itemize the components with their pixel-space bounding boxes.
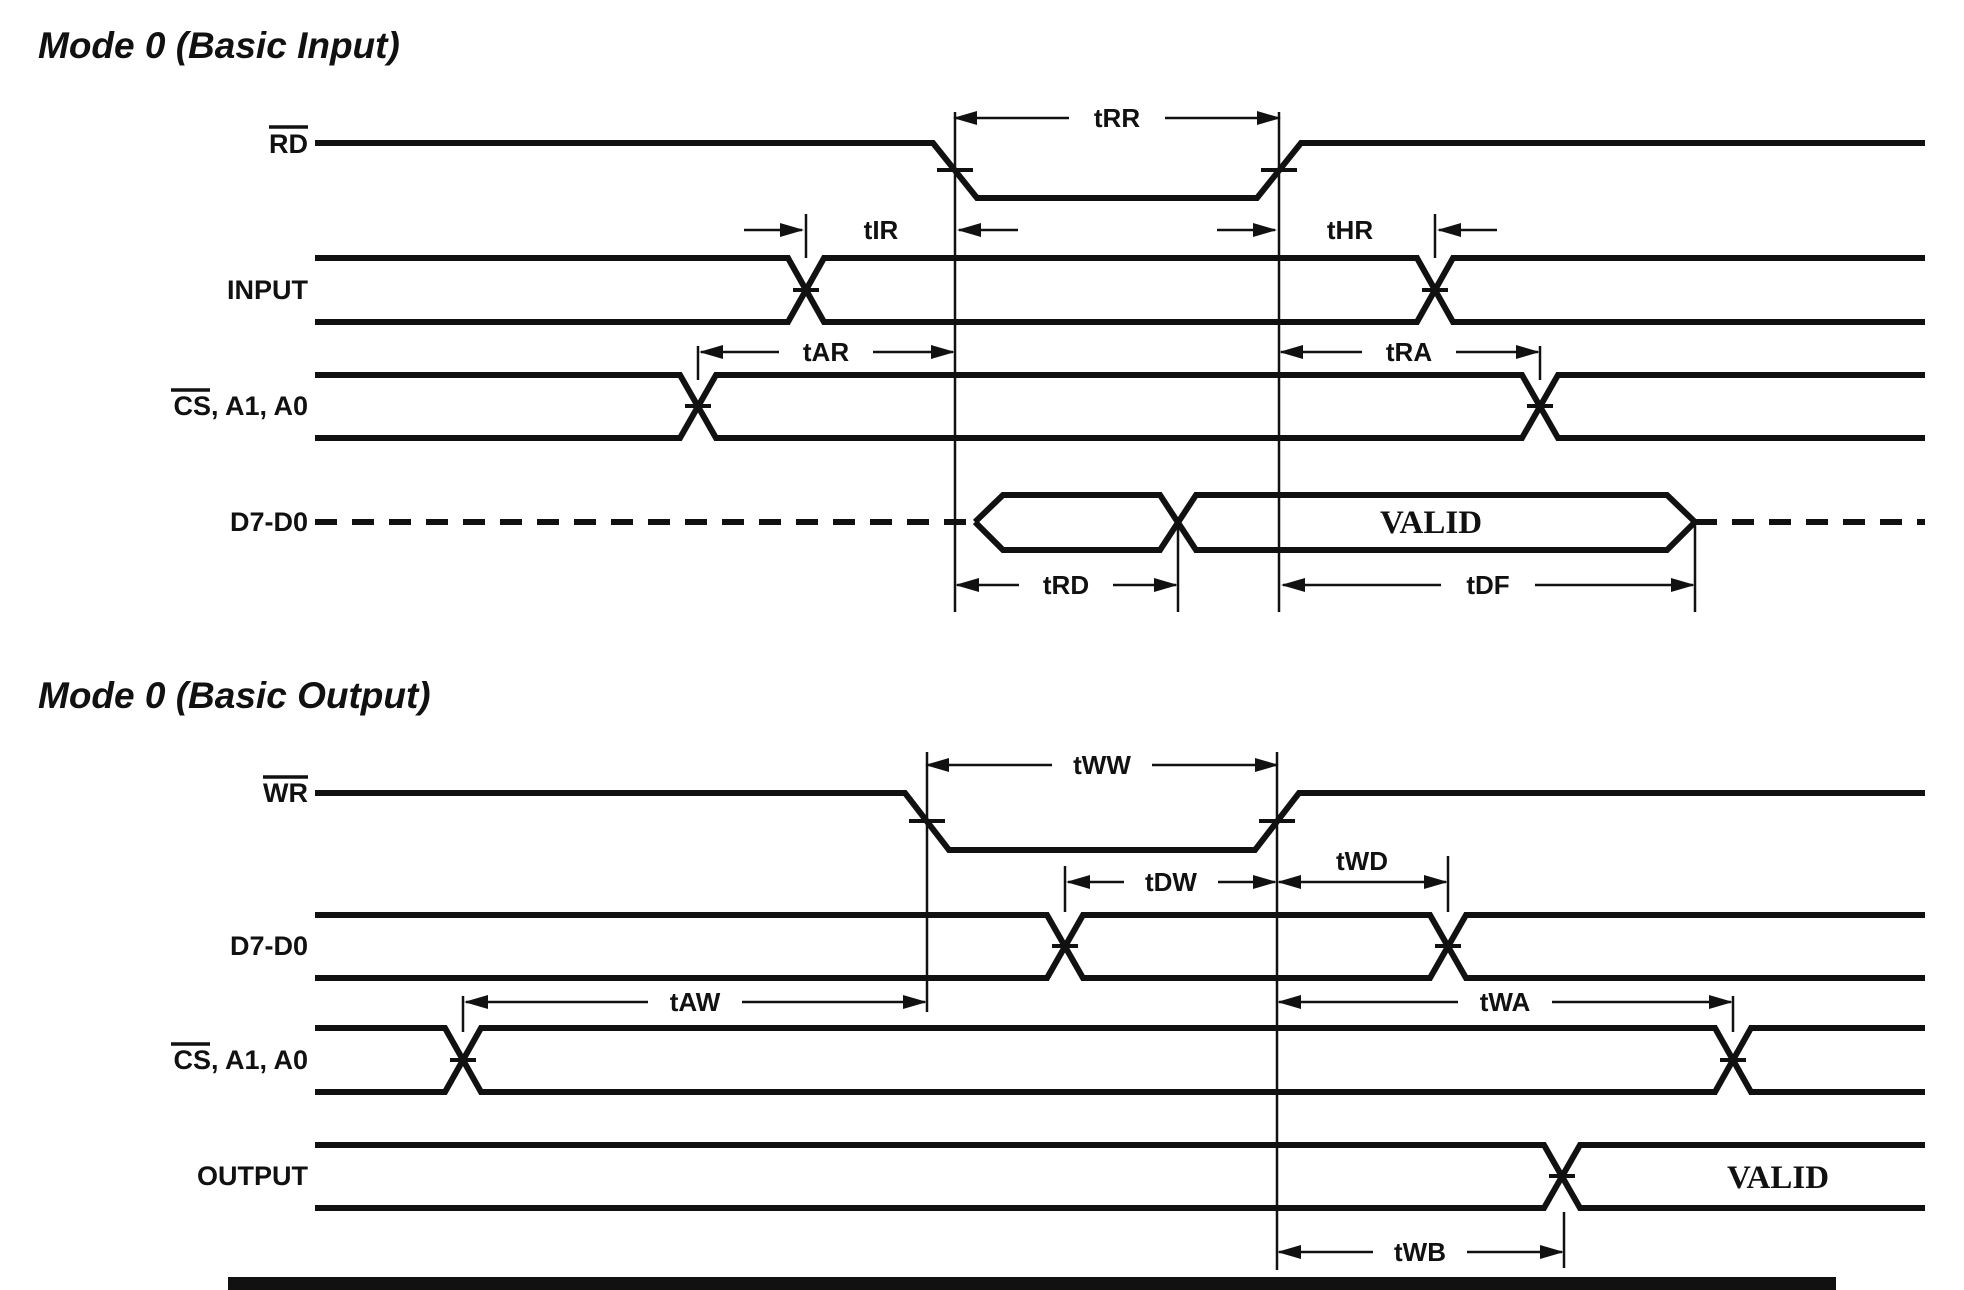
basic-input-diagram: Mode 0 (Basic Input) RD tRR INPUT — [38, 25, 1925, 612]
taw-label-bg — [648, 986, 742, 1018]
taw-dimension: tAW — [461, 986, 927, 1032]
wr-signal-row: WR — [263, 775, 1925, 853]
twb-label-bg — [1373, 1236, 1467, 1268]
tir-dimension: tIR — [744, 214, 1018, 258]
twb-dimension: tWB — [1277, 1212, 1566, 1268]
data-bus-bubble-rail — [972, 492, 1698, 553]
data-bus-signal-row: D7-D0 VALID — [230, 492, 1925, 612]
timing-label-trd: tRD — [1043, 570, 1089, 600]
thr-dimension: tHR — [1217, 214, 1497, 258]
bottom-edge-bar — [228, 1277, 1836, 1290]
tar-label-bg — [779, 336, 873, 368]
tra-label-bg — [1362, 336, 1456, 368]
timing-label-trr: tRR — [1094, 103, 1140, 133]
tww-label-bg — [1052, 749, 1152, 781]
twd-dimension: tWD — [1277, 846, 1450, 912]
timing-label-tra: tRA — [1386, 337, 1432, 367]
wr-signal-label: WR — [263, 778, 308, 808]
wr-waveform — [315, 790, 1925, 853]
twa-dimension: tWA — [1277, 986, 1735, 1032]
output-bus-rail — [315, 1142, 1925, 1211]
tdw-dimension: tDW — [1063, 866, 1277, 912]
trd-label-bg — [1019, 569, 1113, 601]
cs-address-out-signal-label: CS, A1, A0 — [173, 1045, 308, 1075]
timing-label-twd: tWD — [1336, 846, 1388, 876]
input-signal-row: INPUT — [227, 255, 1925, 325]
output-signal-row: OUTPUT VALID — [197, 1142, 1925, 1211]
rd-signal-label: RD — [269, 129, 308, 159]
timing-label-taw: tAW — [670, 987, 721, 1017]
data-bus-out-signal-row: D7-D0 — [230, 912, 1925, 981]
output-signal-label: OUTPUT — [197, 1161, 309, 1191]
timing-label-tdf: tDF — [1466, 570, 1509, 600]
trd-dimension: tRD — [955, 569, 1178, 601]
cs-bus-rail — [315, 372, 1925, 441]
tra-dimension: tRA — [1279, 336, 1542, 380]
valid-data-label: VALID — [1380, 505, 1482, 541]
timing-label-tar: tAR — [803, 337, 849, 367]
timing-label-tww: tWW — [1073, 750, 1131, 780]
data-bus-signal-label: D7-D0 — [230, 507, 308, 537]
cs-bus-rail — [315, 372, 1925, 441]
timing-label-tdw: tDW — [1145, 867, 1197, 897]
basic-output-diagram: Mode 0 (Basic Output) WR tWW D7-D0 — [38, 675, 1925, 1270]
input-bus-rail — [315, 255, 1925, 325]
data-bus-out-signal-label: D7-D0 — [230, 931, 308, 961]
cs-address-signal-label: CS, A1, A0 — [173, 391, 308, 421]
tdf-label-bg — [1441, 569, 1535, 601]
tdw-label-bg — [1124, 866, 1218, 898]
data-bus-bubble-rail — [972, 492, 1698, 553]
cs-out-bus-rail — [315, 1025, 1925, 1095]
basic-output-title: Mode 0 (Basic Output) — [38, 675, 431, 716]
tww-dimension: tWW — [925, 749, 1279, 781]
data-out-bus-rail — [315, 912, 1925, 981]
timing-label-thr: tHR — [1327, 215, 1373, 245]
cs-address-out-signal-row: CS, A1, A0 — [171, 1025, 1925, 1095]
trr-label-bg — [1069, 102, 1165, 134]
timing-label-twb: tWB — [1394, 1237, 1446, 1267]
cs-out-bus-rail — [315, 1025, 1925, 1095]
valid-output-label: VALID — [1727, 1160, 1829, 1196]
tar-dimension: tAR — [696, 336, 955, 380]
rd-signal-row: RD — [269, 125, 1925, 201]
timing-label-twa: tWA — [1480, 987, 1531, 1017]
twa-label-bg — [1458, 986, 1552, 1018]
basic-input-title: Mode 0 (Basic Input) — [38, 25, 400, 66]
input-bus-rail — [315, 255, 1925, 325]
cs-address-signal-row: CS, A1, A0 — [171, 372, 1925, 441]
input-signal-label: INPUT — [227, 275, 309, 305]
output-bus-rail — [315, 1142, 1925, 1211]
rd-waveform — [315, 140, 1925, 201]
trr-dimension: tRR — [953, 102, 1281, 134]
tdf-dimension: tDF — [1281, 569, 1695, 601]
data-out-bus-rail — [315, 912, 1925, 981]
timing-label-tir: tIR — [864, 215, 899, 245]
